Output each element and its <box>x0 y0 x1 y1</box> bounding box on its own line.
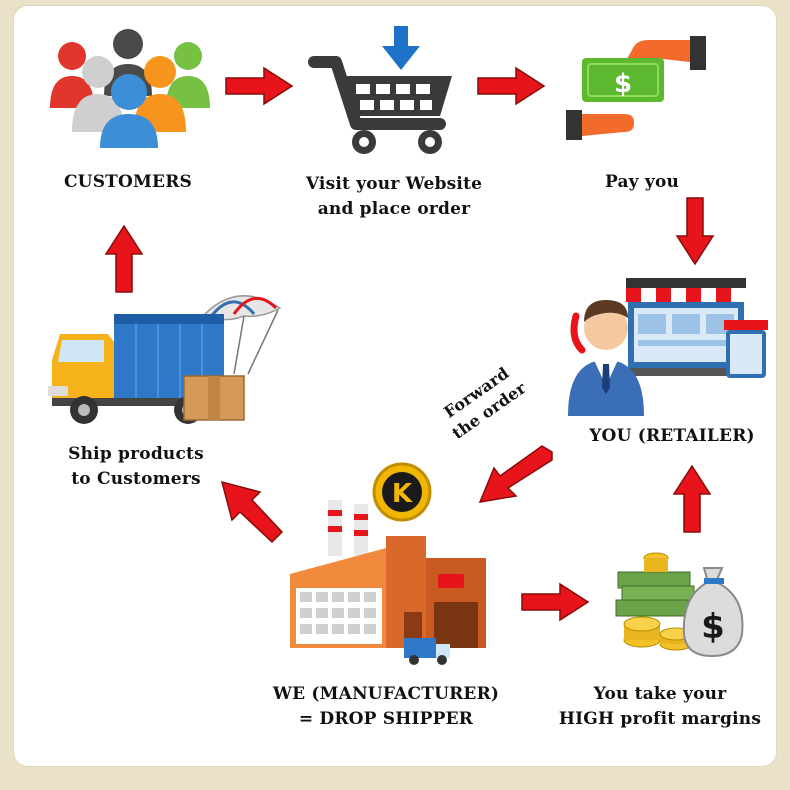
dollar-sign-text: $ <box>614 69 632 99</box>
brand-logo-letter: K <box>392 479 413 509</box>
arrow-manufacturer-to-profit <box>521 582 590 622</box>
payment-hand-icon: $ <box>566 36 706 140</box>
label-manufacturer-line1: WE (MANUFACTURER) <box>272 684 500 704</box>
label-visit-line1: Visit your Website <box>305 174 483 194</box>
arrow-retailer-to-manufacturer <box>478 445 553 503</box>
label-customers: CUSTOMERS <box>63 172 193 192</box>
label-retailer: YOU (RETAILER) <box>589 426 755 446</box>
label-ship-line2: to Customers <box>71 469 201 489</box>
arrow-ship-to-customers <box>104 224 144 293</box>
label-ship-products: Ship products to Customers <box>44 442 228 492</box>
shopping-cart-icon <box>308 26 452 154</box>
factory-icon: K <box>290 462 486 665</box>
label-visit-line2: and place order <box>317 199 471 219</box>
arrow-customers-to-website <box>225 66 294 106</box>
money-bag-icon: $ <box>615 552 744 658</box>
label-ship-line1: Ship products <box>68 444 204 464</box>
customers-group-icon <box>50 29 210 148</box>
retailer-icon <box>568 278 768 416</box>
label-manufacturer: WE (MANUFACTURER) = DROP SHIPPER <box>246 682 526 732</box>
arrow-manufacturer-to-ship <box>220 480 284 544</box>
label-visit-website: Visit your Website and place order <box>282 172 506 222</box>
arrow-pay-to-retailer <box>675 197 715 266</box>
label-pay-you: Pay you <box>604 172 680 192</box>
delivery-truck-icon <box>48 295 282 424</box>
label-profit-line1: You take your <box>593 684 727 704</box>
label-profit: You take your HIGH profit margins <box>544 682 776 732</box>
label-manufacturer-line2: = DROP SHIPPER <box>298 709 474 729</box>
arrow-profit-to-retailer <box>672 464 712 533</box>
arrow-website-to-pay <box>477 66 546 106</box>
label-profit-line2: HIGH profit margins <box>558 709 762 729</box>
bag-dollar-sign: $ <box>701 607 725 647</box>
